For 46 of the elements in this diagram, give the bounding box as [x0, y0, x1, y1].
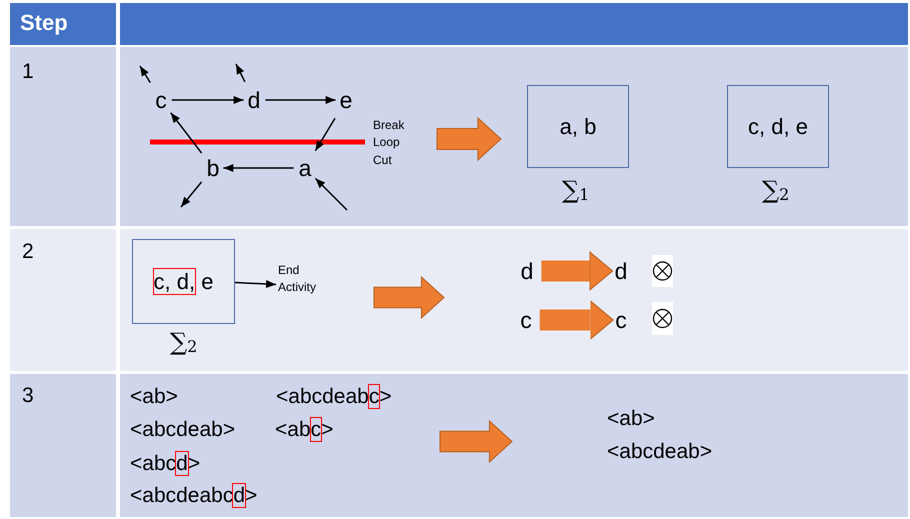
arrow [180, 181, 202, 208]
arrow [223, 164, 294, 172]
group-box [527, 85, 629, 168]
set-label: ∑$_{1}$ [562, 176, 590, 204]
node-label: c, d, e [154, 268, 214, 294]
arrow [234, 280, 276, 288]
node-label: e [340, 86, 352, 114]
step-number: 3 [22, 384, 34, 408]
sequence-text: <abcdeabcd> [130, 484, 258, 508]
node-label: a, b [560, 114, 596, 140]
arrow [540, 300, 614, 340]
sequence-text: <ab> [130, 385, 178, 410]
arrow [314, 178, 348, 211]
sequence-text: <abcdeab> [130, 418, 236, 442]
set-label: ∑$_{2}$ [170, 328, 198, 356]
annotation-text: Break Loop Cut [373, 117, 406, 169]
step-number: 1 [22, 60, 34, 84]
terminate-symbol [652, 302, 673, 335]
arrow [235, 64, 246, 82]
sequence-text: <ab> [607, 407, 655, 432]
arrow [172, 96, 244, 104]
group-box [727, 85, 829, 168]
node-label: b [206, 154, 220, 182]
step-number: 2 [22, 240, 34, 264]
annotation-text: End Activity [278, 262, 334, 296]
arrow [170, 112, 202, 154]
arrow [139, 66, 151, 83]
node-label: a [298, 154, 312, 182]
sequence-text: <abcdeab> [607, 440, 712, 464]
sequence-text: <abc> [275, 418, 334, 442]
node-label: d [614, 258, 628, 284]
arrow [314, 118, 336, 152]
node-label: d [248, 86, 260, 114]
sequence-text: <abcdeabc> [276, 385, 392, 410]
node-label: c, d, e [748, 114, 808, 140]
set-label: ∑$_{2}$ [762, 176, 790, 204]
arrow [541, 251, 614, 291]
node-label: d [520, 258, 534, 284]
header-text: Step [20, 10, 68, 36]
node-label: c [520, 306, 532, 334]
node-label: c [615, 306, 627, 334]
node-label: c [155, 86, 167, 114]
sequence-text: <abcd> [130, 452, 200, 476]
group-box [132, 239, 235, 324]
terminate-symbol [652, 255, 673, 287]
arrow [265, 96, 336, 104]
